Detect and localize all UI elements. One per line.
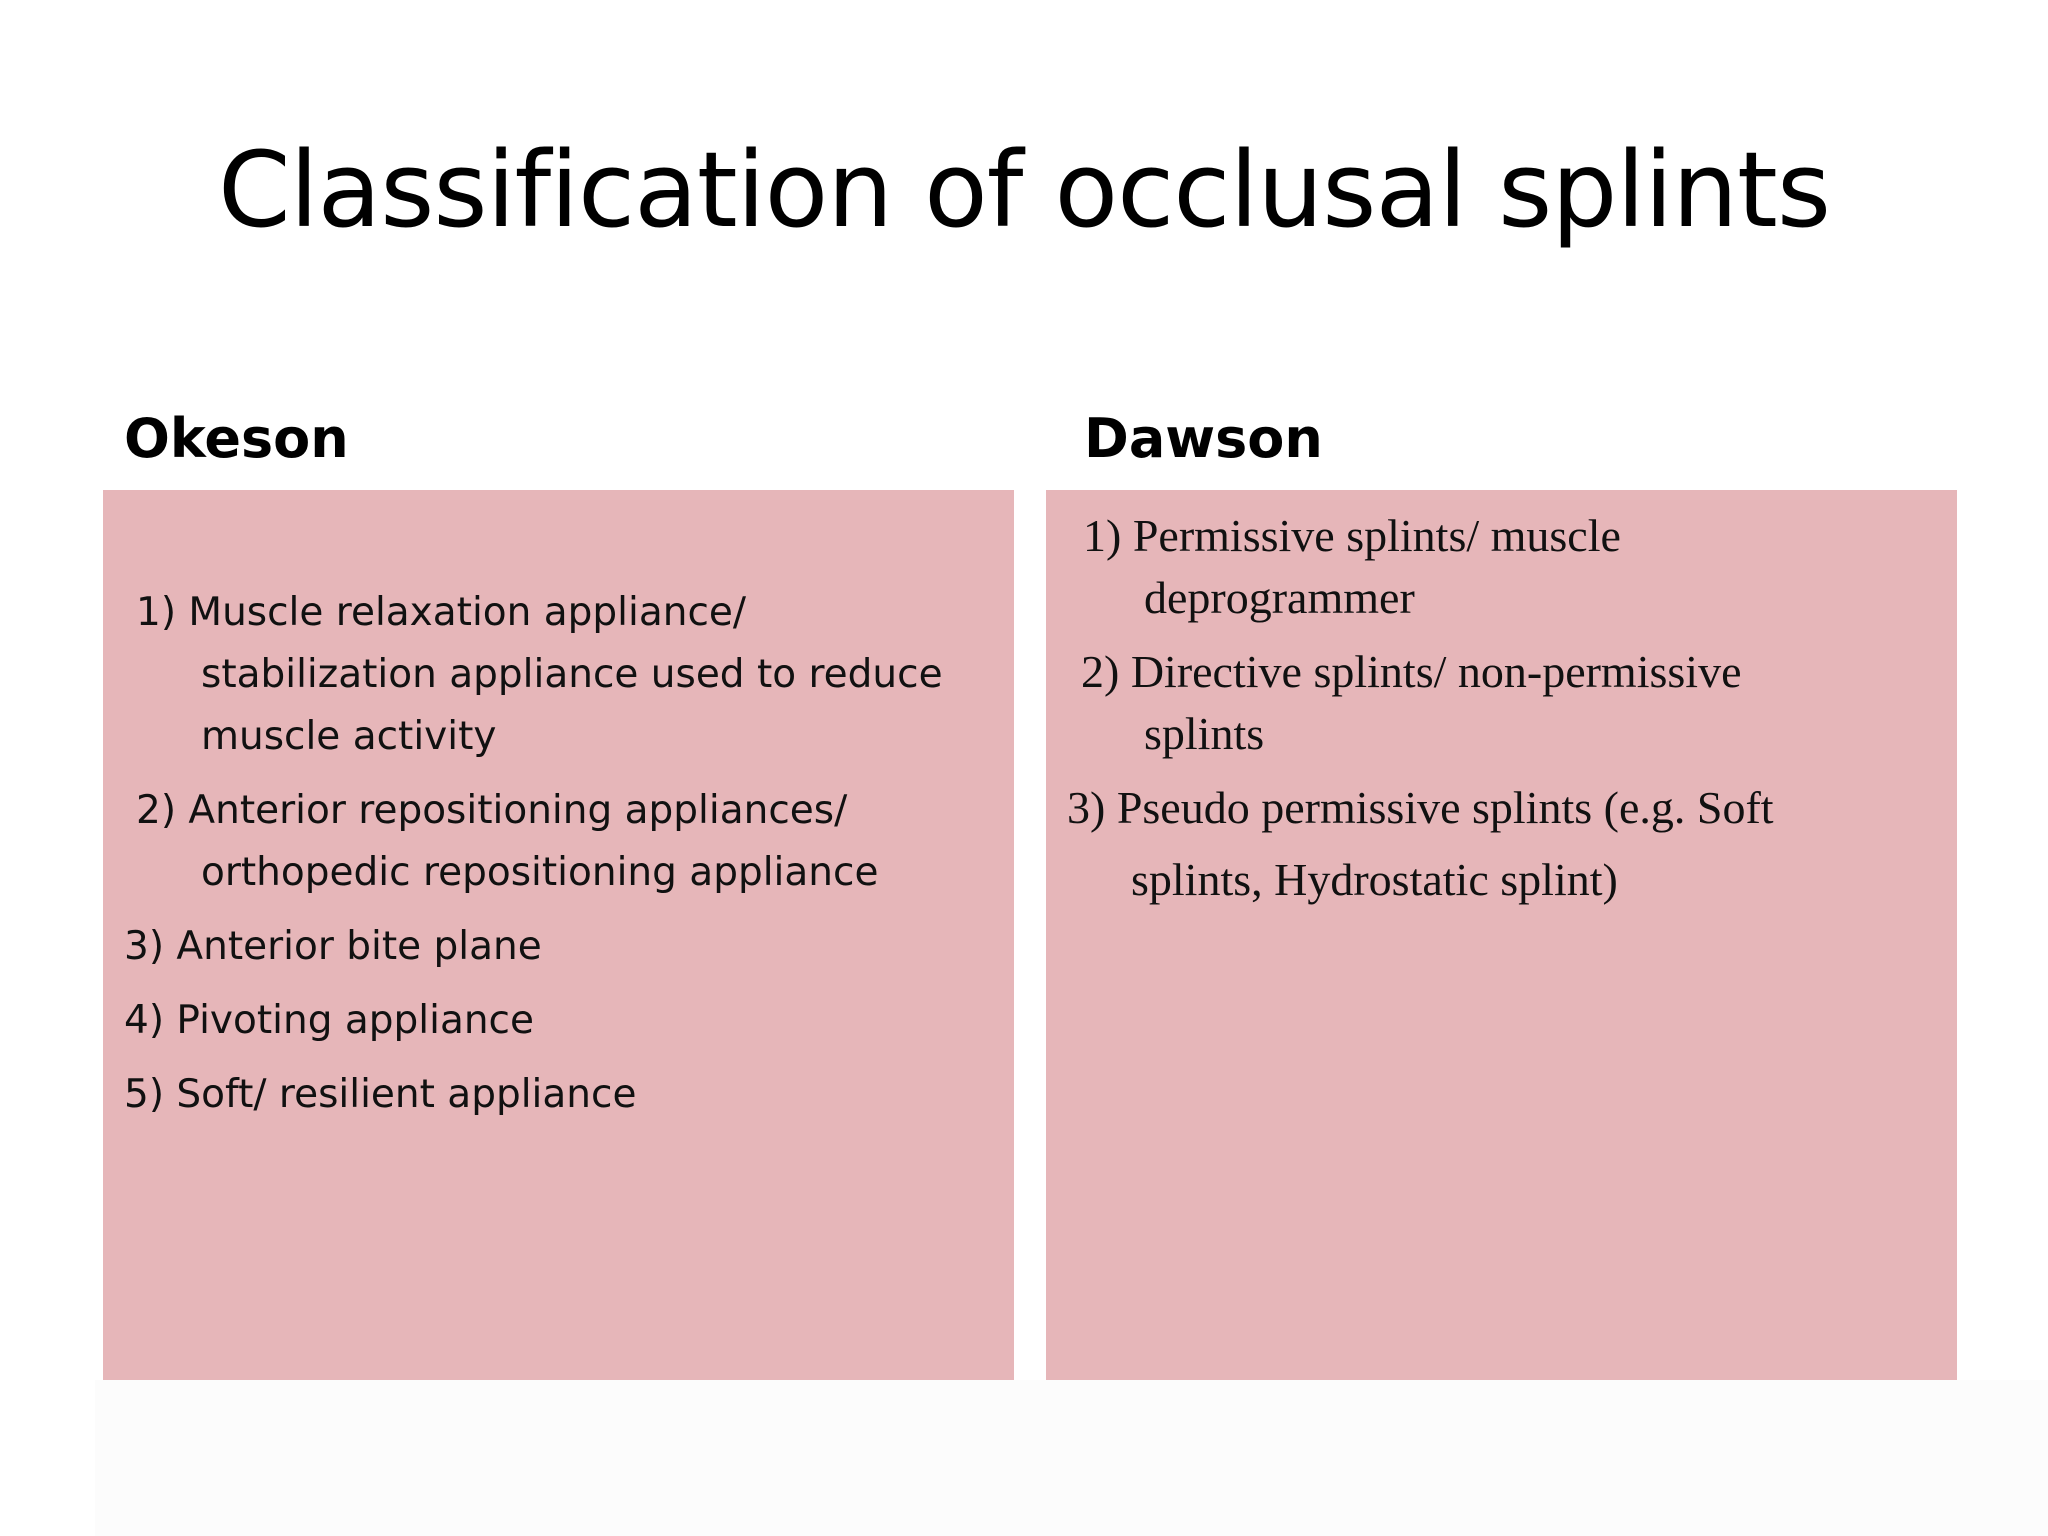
okeson-item-2-line-1: 2) Anterior repositioning appliances/	[136, 788, 848, 833]
dawson-item-2-line-1: 2) Directive splints/ non-permissive	[1081, 646, 1742, 697]
okeson-item-3-line-1: 3) Anterior bite plane	[124, 924, 542, 969]
okeson-item-1-line-3: muscle activity	[201, 714, 497, 759]
okeson-item-4-line-1: 4) Pivoting appliance	[124, 998, 534, 1043]
okeson-panel: 1) Muscle relaxation appliance/ stabiliz…	[103, 490, 1014, 1380]
dawson-item-3-line-1: 3) Pseudo permissive splints (e.g. Soft	[1067, 782, 1774, 833]
dawson-item-1-line-1: 1) Permissive splints/ muscle	[1083, 510, 1621, 561]
dawson-item-3-line-2: splints, Hydrostatic splint)	[1131, 854, 1618, 905]
slide-title: Classification of occlusal splints	[217, 129, 1831, 251]
okeson-item-1-line-2: stabilization appliance used to reduce	[201, 652, 943, 697]
okeson-item-5-line-1: 5) Soft/ resilient appliance	[124, 1072, 637, 1117]
dawson-heading: Dawson	[1084, 407, 1323, 470]
dawson-item-2-line-2: splints	[1144, 708, 1265, 759]
okeson-item-1-line-1: 1) Muscle relaxation appliance/	[136, 590, 747, 635]
footer-band	[95, 1380, 2048, 1536]
okeson-item-2-line-2: orthopedic repositioning appliance	[201, 850, 879, 895]
dawson-panel: 1) Permissive splints/ muscle deprogramm…	[1046, 490, 1957, 1380]
dawson-item-1-line-2: deprogrammer	[1144, 572, 1415, 623]
okeson-heading: Okeson	[124, 407, 349, 470]
